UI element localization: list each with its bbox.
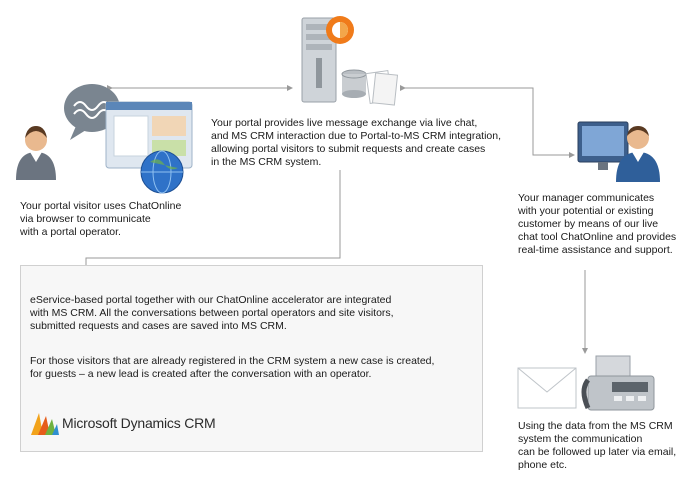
manager-illustration	[577, 121, 660, 182]
fax-phone-icon	[581, 355, 655, 411]
portal-visitor-illustration	[16, 84, 193, 194]
dynamics-logo-icon	[31, 413, 59, 435]
manager-caption: Your manager communicates with your pote…	[518, 192, 677, 256]
connector-server-manager	[400, 85, 575, 158]
visitor-caption: Your portal visitor uses ChatOnline via …	[20, 200, 182, 238]
monitor-icon	[577, 121, 629, 170]
logo-wordmark: Microsoft Dynamics CRM	[62, 415, 216, 431]
documents-icon	[365, 70, 399, 106]
firefox-icon	[326, 16, 354, 44]
envelope-icon	[517, 367, 577, 409]
box-paragraph-1: eService-based portal together with our …	[30, 294, 394, 332]
server-tower-icon	[301, 17, 337, 103]
box-paragraph-2: For those visitors that are already regi…	[30, 355, 435, 380]
visitor-person-icon	[16, 126, 56, 180]
portal-caption: Your portal provides live message exchan…	[211, 117, 502, 168]
manager-person-icon	[616, 126, 660, 182]
microsoft-dynamics-crm-logo: Microsoft Dynamics CRM	[30, 410, 216, 436]
portal-server-illustration	[301, 16, 399, 106]
database-icon	[341, 69, 367, 98]
integration-box	[20, 265, 483, 452]
globe-icon	[140, 150, 184, 194]
followup-illustration	[517, 355, 655, 411]
followup-caption: Using the data from the MS CRM system th…	[518, 420, 677, 471]
